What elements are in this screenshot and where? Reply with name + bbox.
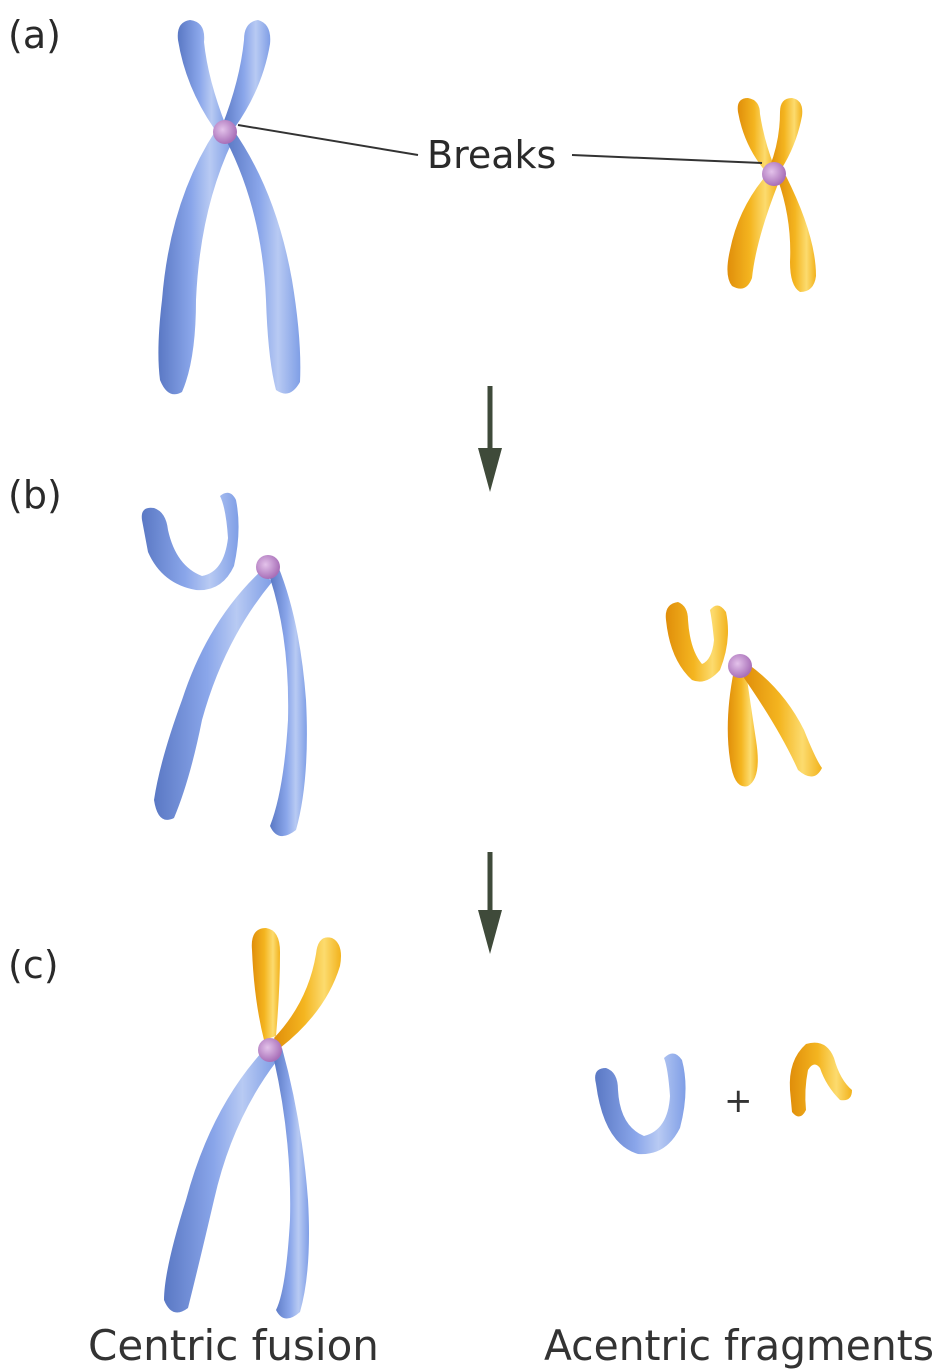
break-leader-right bbox=[572, 155, 762, 163]
panel-c-label: (c) bbox=[8, 943, 59, 987]
caption-acentric-fragments: Acentric fragments bbox=[544, 1321, 934, 1370]
blue-fused-arm-left bbox=[164, 1052, 276, 1313]
yellow-acentric-fragment bbox=[790, 1043, 852, 1117]
yellow-fused-arm-left bbox=[252, 928, 280, 1040]
blue-short-arm-left bbox=[178, 20, 226, 134]
yellow-fragment-b bbox=[666, 602, 728, 682]
blue-long-arm-right bbox=[226, 128, 300, 394]
yellow-chromosome-a bbox=[727, 98, 816, 292]
yellow-long-arm-right bbox=[778, 176, 816, 292]
yellow-chromosome-b bbox=[728, 654, 822, 786]
blue-chromosome-b bbox=[154, 555, 307, 836]
blue-long-arm-left bbox=[158, 130, 232, 394]
yellow-short-arm-left bbox=[738, 98, 774, 172]
plus-sign: + bbox=[724, 1081, 753, 1121]
blue-acentric-fragment bbox=[595, 1053, 685, 1154]
centromere-a-blue bbox=[213, 120, 237, 144]
arrow-down-2 bbox=[478, 852, 502, 954]
fused-chromosome-c bbox=[164, 928, 341, 1319]
yellow-long-arm-left bbox=[727, 178, 778, 289]
centromere-b-blue bbox=[256, 555, 280, 579]
breaks-label: Breaks bbox=[427, 133, 556, 177]
centromere-a-yellow bbox=[762, 162, 786, 186]
blue-fragment-b bbox=[142, 493, 239, 590]
arrow-down-1 bbox=[478, 386, 502, 492]
panel-a-label: (a) bbox=[8, 13, 61, 57]
blue-long-arm-left-b bbox=[154, 570, 272, 820]
caption-centric-fusion: Centric fusion bbox=[88, 1321, 379, 1370]
blue-chromosome-a bbox=[158, 20, 300, 394]
blue-short-arm-right bbox=[222, 20, 270, 134]
blue-long-arm-right-b bbox=[270, 566, 307, 836]
break-leader-left bbox=[238, 125, 418, 155]
centromere-b-yellow bbox=[728, 654, 752, 678]
panel-b-label: (b) bbox=[8, 473, 62, 517]
yellow-fused-arm-right bbox=[274, 937, 341, 1048]
blue-fused-arm-right bbox=[274, 1048, 309, 1319]
centromere-c-fused bbox=[258, 1038, 282, 1062]
